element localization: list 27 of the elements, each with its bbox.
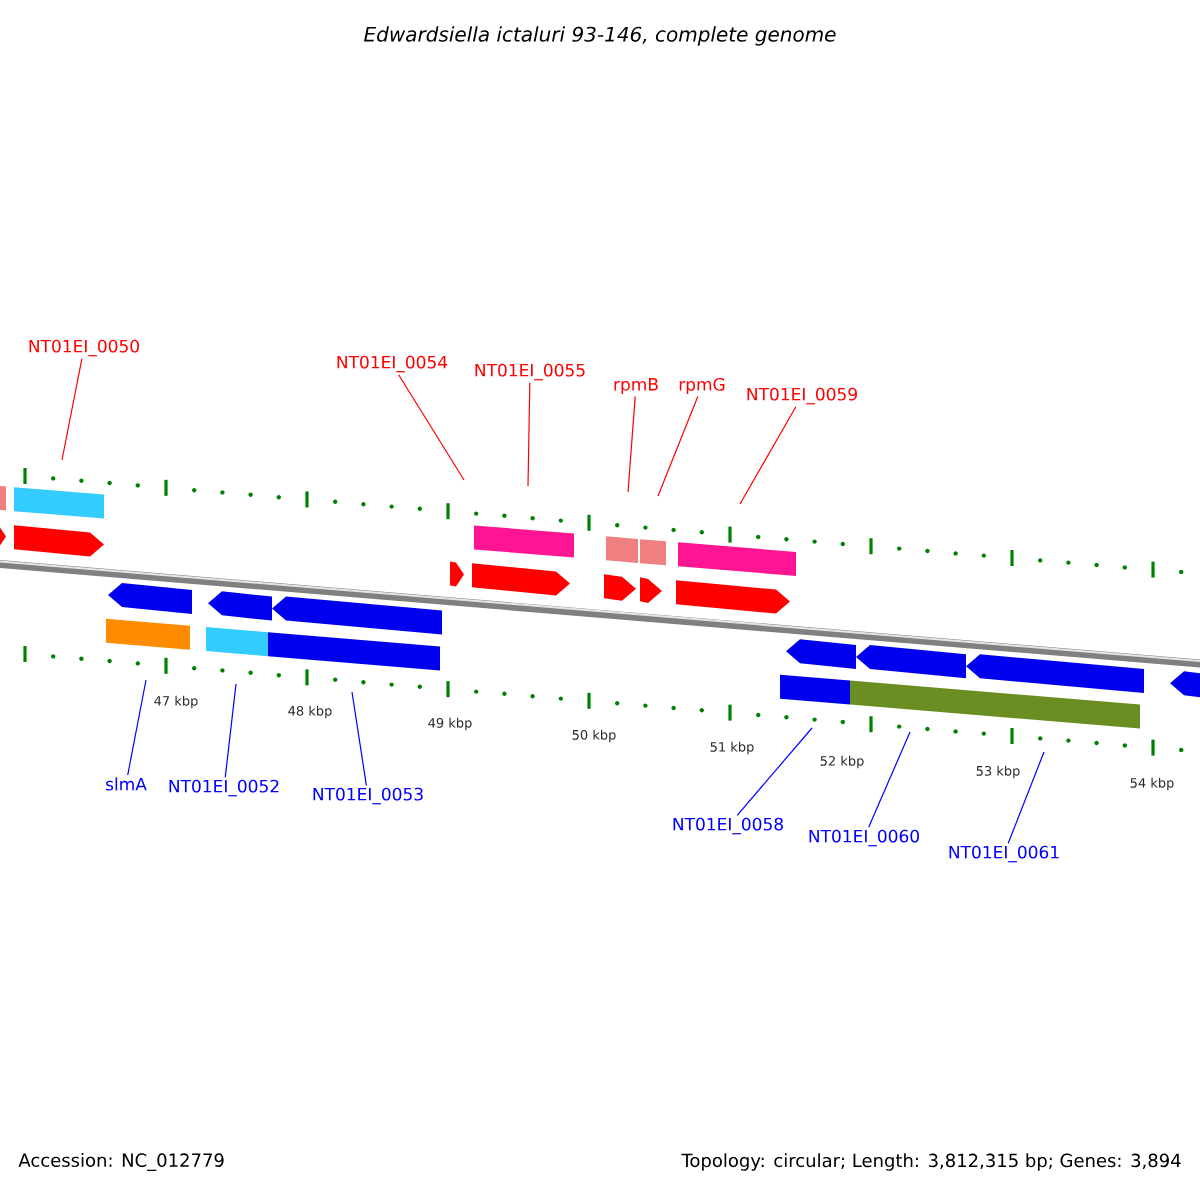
leader-line <box>398 374 465 481</box>
gene-label: NT01EI_0059 <box>747 387 857 405</box>
leader-line <box>739 406 797 505</box>
gene-label: NT01EI_0052 <box>169 779 279 797</box>
leader-line <box>61 358 83 461</box>
leader-line <box>627 395 636 493</box>
leader-line <box>868 731 911 828</box>
gene-label: NT01EI_0055 <box>475 363 585 381</box>
gene-label: rpmG <box>679 377 725 395</box>
gene-label: slmA <box>106 777 147 791</box>
leader-line <box>351 691 367 786</box>
leader-line <box>127 679 147 776</box>
gene-label: NT01EI_0053 <box>313 787 423 805</box>
gene-label: NT01EI_0061 <box>949 845 1059 863</box>
footer-text: Topology: circular; Length: 3,812,315 bp; Genes: 3,894 <box>681 1153 1181 1171</box>
leader-line <box>224 683 237 778</box>
leader-line <box>1007 751 1045 844</box>
gene-label: NT01EI_0054 <box>337 355 448 373</box>
gene-label: NT01EI_0050 <box>29 339 139 357</box>
footer-text: Accession: NC_012779 <box>18 1153 224 1171</box>
gene-label: rpmB <box>614 378 658 394</box>
gene-label: NT01EI_0058 <box>673 817 783 835</box>
leader-line <box>736 727 813 816</box>
gene-label: NT01EI_0060 <box>809 829 919 847</box>
leader-line <box>657 395 699 497</box>
leader-line <box>527 382 531 487</box>
title: Edwardsiella ictaluri 93-146, complete genome <box>364 26 836 46</box>
